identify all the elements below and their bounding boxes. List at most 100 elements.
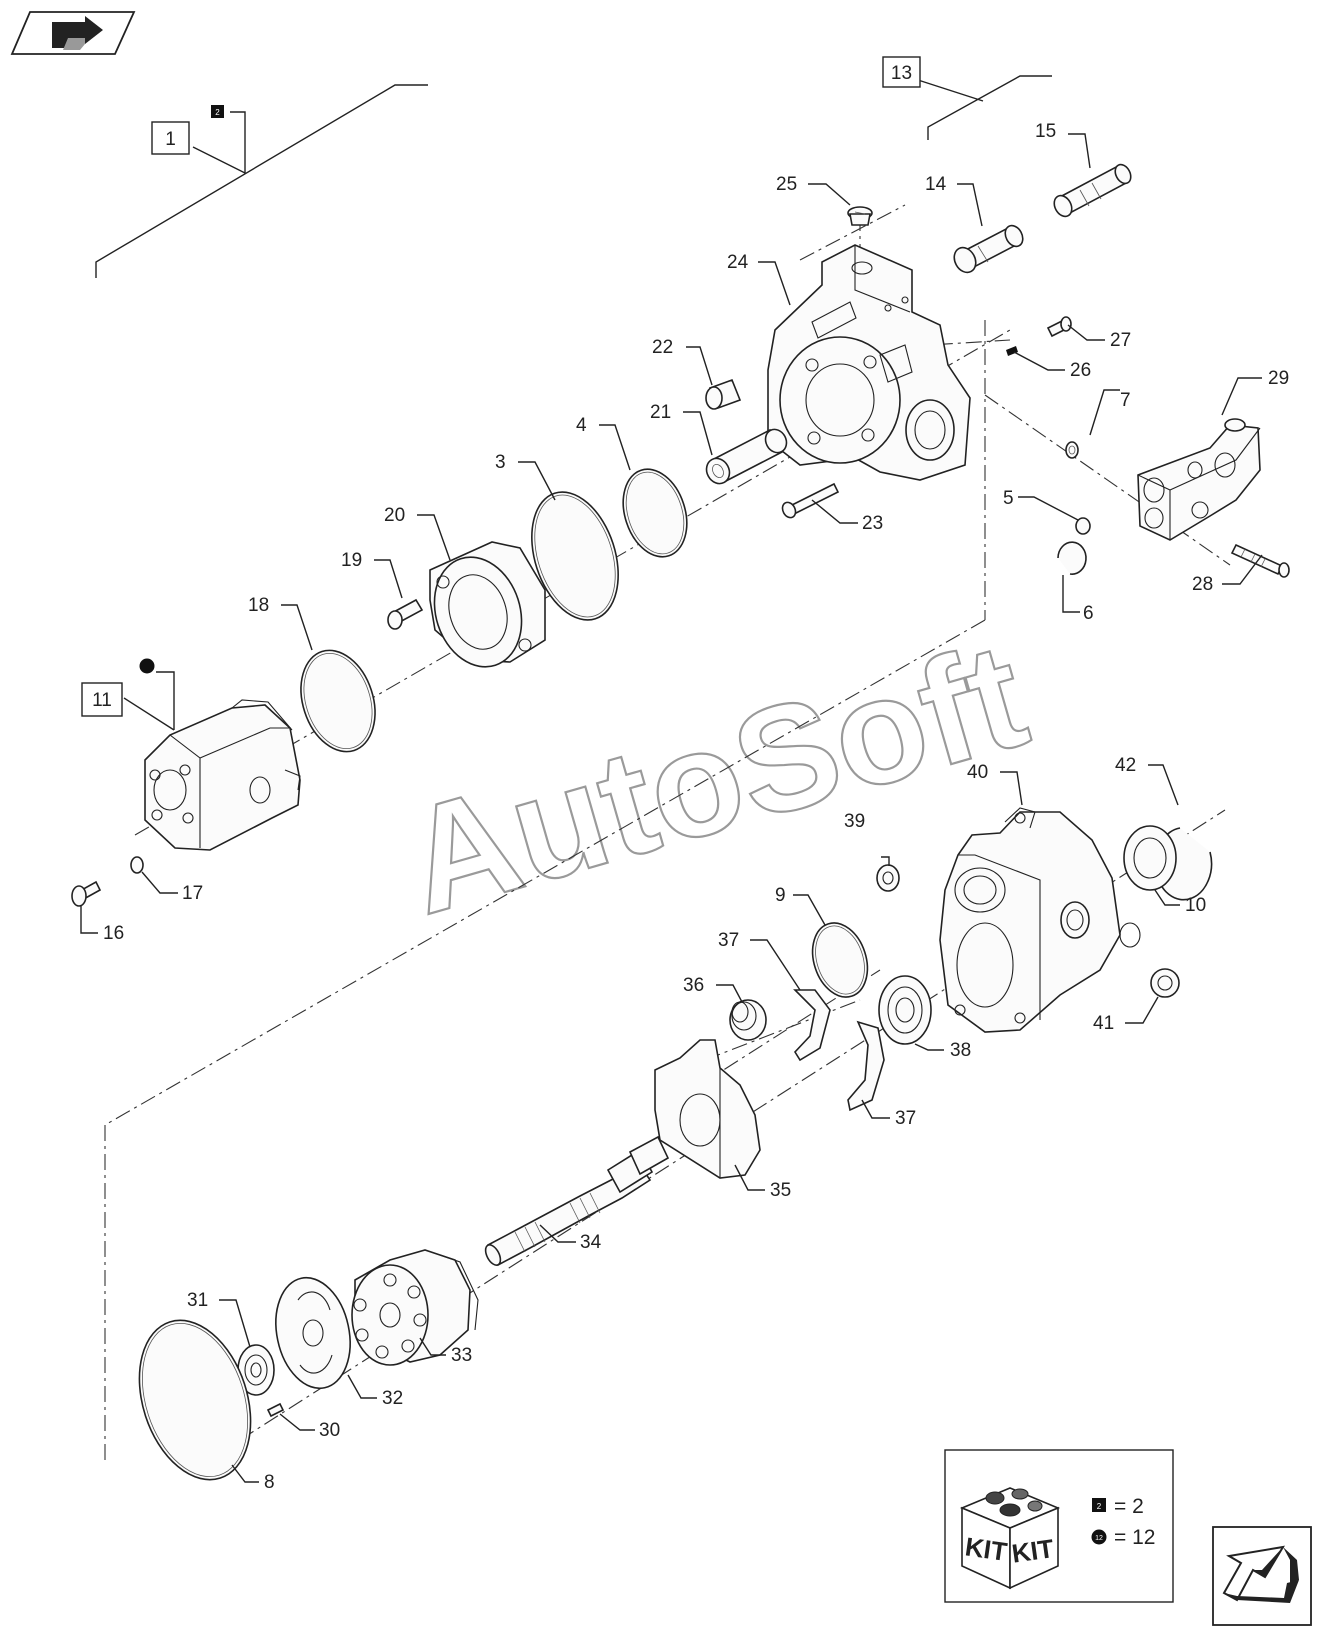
part-5-washer <box>1075 517 1091 535</box>
svg-text:12: 12 <box>1095 1535 1103 1542</box>
part-29-valve-block <box>1137 418 1261 541</box>
callout-18: 18 <box>248 595 269 616</box>
svg-text:KIT: KIT <box>1010 1533 1056 1569</box>
callout-10: 10 <box>1185 895 1206 916</box>
callout-9: 9 <box>775 885 786 906</box>
callout-27: 27 <box>1110 330 1131 351</box>
callout-39: 39 <box>844 811 865 832</box>
callout-19: 19 <box>341 550 362 571</box>
part-27-pin <box>1046 316 1072 338</box>
part-36-spring <box>729 999 767 1041</box>
part-40-pump-housing <box>939 807 1141 1033</box>
next-arrow-icon[interactable] <box>1212 1526 1312 1626</box>
callout-7: 7 <box>1120 390 1131 411</box>
part-3-oring <box>531 491 619 621</box>
kit-box-icon: KIT KIT <box>959 1487 1061 1590</box>
part-17-washer <box>130 856 144 874</box>
part-37-shell-upper <box>793 989 831 1062</box>
callout-14: 14 <box>925 174 947 195</box>
part-22-plug <box>705 378 742 410</box>
svg-text:2: 2 <box>1097 1502 1102 1511</box>
callout-42: 42 <box>1115 755 1136 776</box>
part-26-pin <box>1006 346 1018 356</box>
callout-21: 21 <box>650 402 671 423</box>
part-25-plug <box>847 206 873 226</box>
part-31-bearing <box>237 1344 275 1396</box>
part-18-oring <box>300 649 376 753</box>
leader-lines <box>80 133 1263 1483</box>
svg-text:1: 1 <box>165 129 176 150</box>
part-11-gear-pump <box>144 699 301 851</box>
callout-30: 30 <box>319 1420 340 1441</box>
ref-box-11[interactable]: 11 <box>81 682 123 717</box>
callout-37-upper: 37 <box>718 930 739 951</box>
part-19-bolt <box>387 598 424 630</box>
part-23-bolt <box>781 482 840 519</box>
part-10-seal <box>1123 825 1177 891</box>
callout-37-lower: 37 <box>895 1108 916 1129</box>
part-14-spool <box>953 224 1024 274</box>
circle-marker <box>123 658 175 731</box>
part-30-pin <box>266 1402 285 1418</box>
callout-5: 5 <box>1003 488 1014 509</box>
callout-8: 8 <box>264 1472 275 1493</box>
back-arrow-icon[interactable] <box>10 11 136 55</box>
callout-28: 28 <box>1192 574 1213 595</box>
callout-31: 31 <box>187 1290 208 1311</box>
callout-15: 15 <box>1035 121 1056 142</box>
part-24-housing <box>767 244 971 481</box>
part-4-oring <box>622 468 688 558</box>
square-marker: 2 <box>211 105 246 123</box>
part-8-oring <box>138 1319 252 1481</box>
callout-41: 41 <box>1093 1013 1114 1034</box>
callout-24: 24 <box>727 252 749 273</box>
callout-4: 4 <box>576 415 587 436</box>
part-7-oring <box>1065 441 1079 459</box>
part-38-bearing <box>878 975 932 1045</box>
svg-text:KIT: KIT <box>963 1531 1009 1567</box>
part-35-swash-plate <box>654 1039 761 1179</box>
svg-text:= 2: = 2 <box>1114 1495 1144 1518</box>
callout-20: 20 <box>384 505 405 526</box>
ref-box-13[interactable]: 13 <box>882 56 921 88</box>
callout-labels: 15 14 25 24 22 21 27 26 29 7 5 6 28 23 4… <box>103 121 1289 1493</box>
svg-text:13: 13 <box>891 63 912 84</box>
callout-34: 34 <box>580 1232 602 1253</box>
callout-29: 29 <box>1268 368 1289 389</box>
callout-3: 3 <box>495 452 506 473</box>
callout-40: 40 <box>967 762 988 783</box>
callout-17: 17 <box>182 883 203 904</box>
callout-32: 32 <box>382 1388 403 1409</box>
kit-legend: KIT KIT 2 = 2 12 = 12 <box>944 1449 1174 1603</box>
part-41-plug <box>1150 968 1180 998</box>
callout-16: 16 <box>103 923 124 944</box>
callout-6: 6 <box>1083 603 1094 624</box>
svg-text:2: 2 <box>215 108 220 117</box>
legend-circle-row: 12 = 12 <box>1091 1526 1155 1549</box>
callout-23: 23 <box>862 513 883 534</box>
callout-35: 35 <box>770 1180 791 1201</box>
part-37-shell-lower <box>847 1020 885 1112</box>
part-20-flange <box>429 541 546 668</box>
svg-text:= 12: = 12 <box>1114 1526 1155 1549</box>
callout-38: 38 <box>950 1040 971 1061</box>
assembly-lines <box>95 75 1052 278</box>
part-39-plug <box>876 864 900 892</box>
svg-text:11: 11 <box>92 690 112 711</box>
part-28-bolt <box>1230 543 1290 578</box>
part-6-ring <box>1057 541 1087 575</box>
part-33-cylinder-barrel <box>351 1249 479 1366</box>
part-16-bolt <box>71 880 102 907</box>
callout-25: 25 <box>776 174 797 195</box>
callout-22: 22 <box>652 337 673 358</box>
legend-square-row: 2 = 2 <box>1092 1495 1144 1518</box>
ref-box-1[interactable]: 1 <box>151 121 190 155</box>
callout-33: 33 <box>451 1345 472 1366</box>
part-9-oring <box>811 922 869 998</box>
part-21-sleeve <box>705 428 788 485</box>
part-15-pin <box>1053 163 1132 218</box>
callout-26: 26 <box>1070 360 1091 381</box>
part-34-shaft <box>484 1135 670 1267</box>
part-32-valve-plate <box>275 1276 351 1390</box>
